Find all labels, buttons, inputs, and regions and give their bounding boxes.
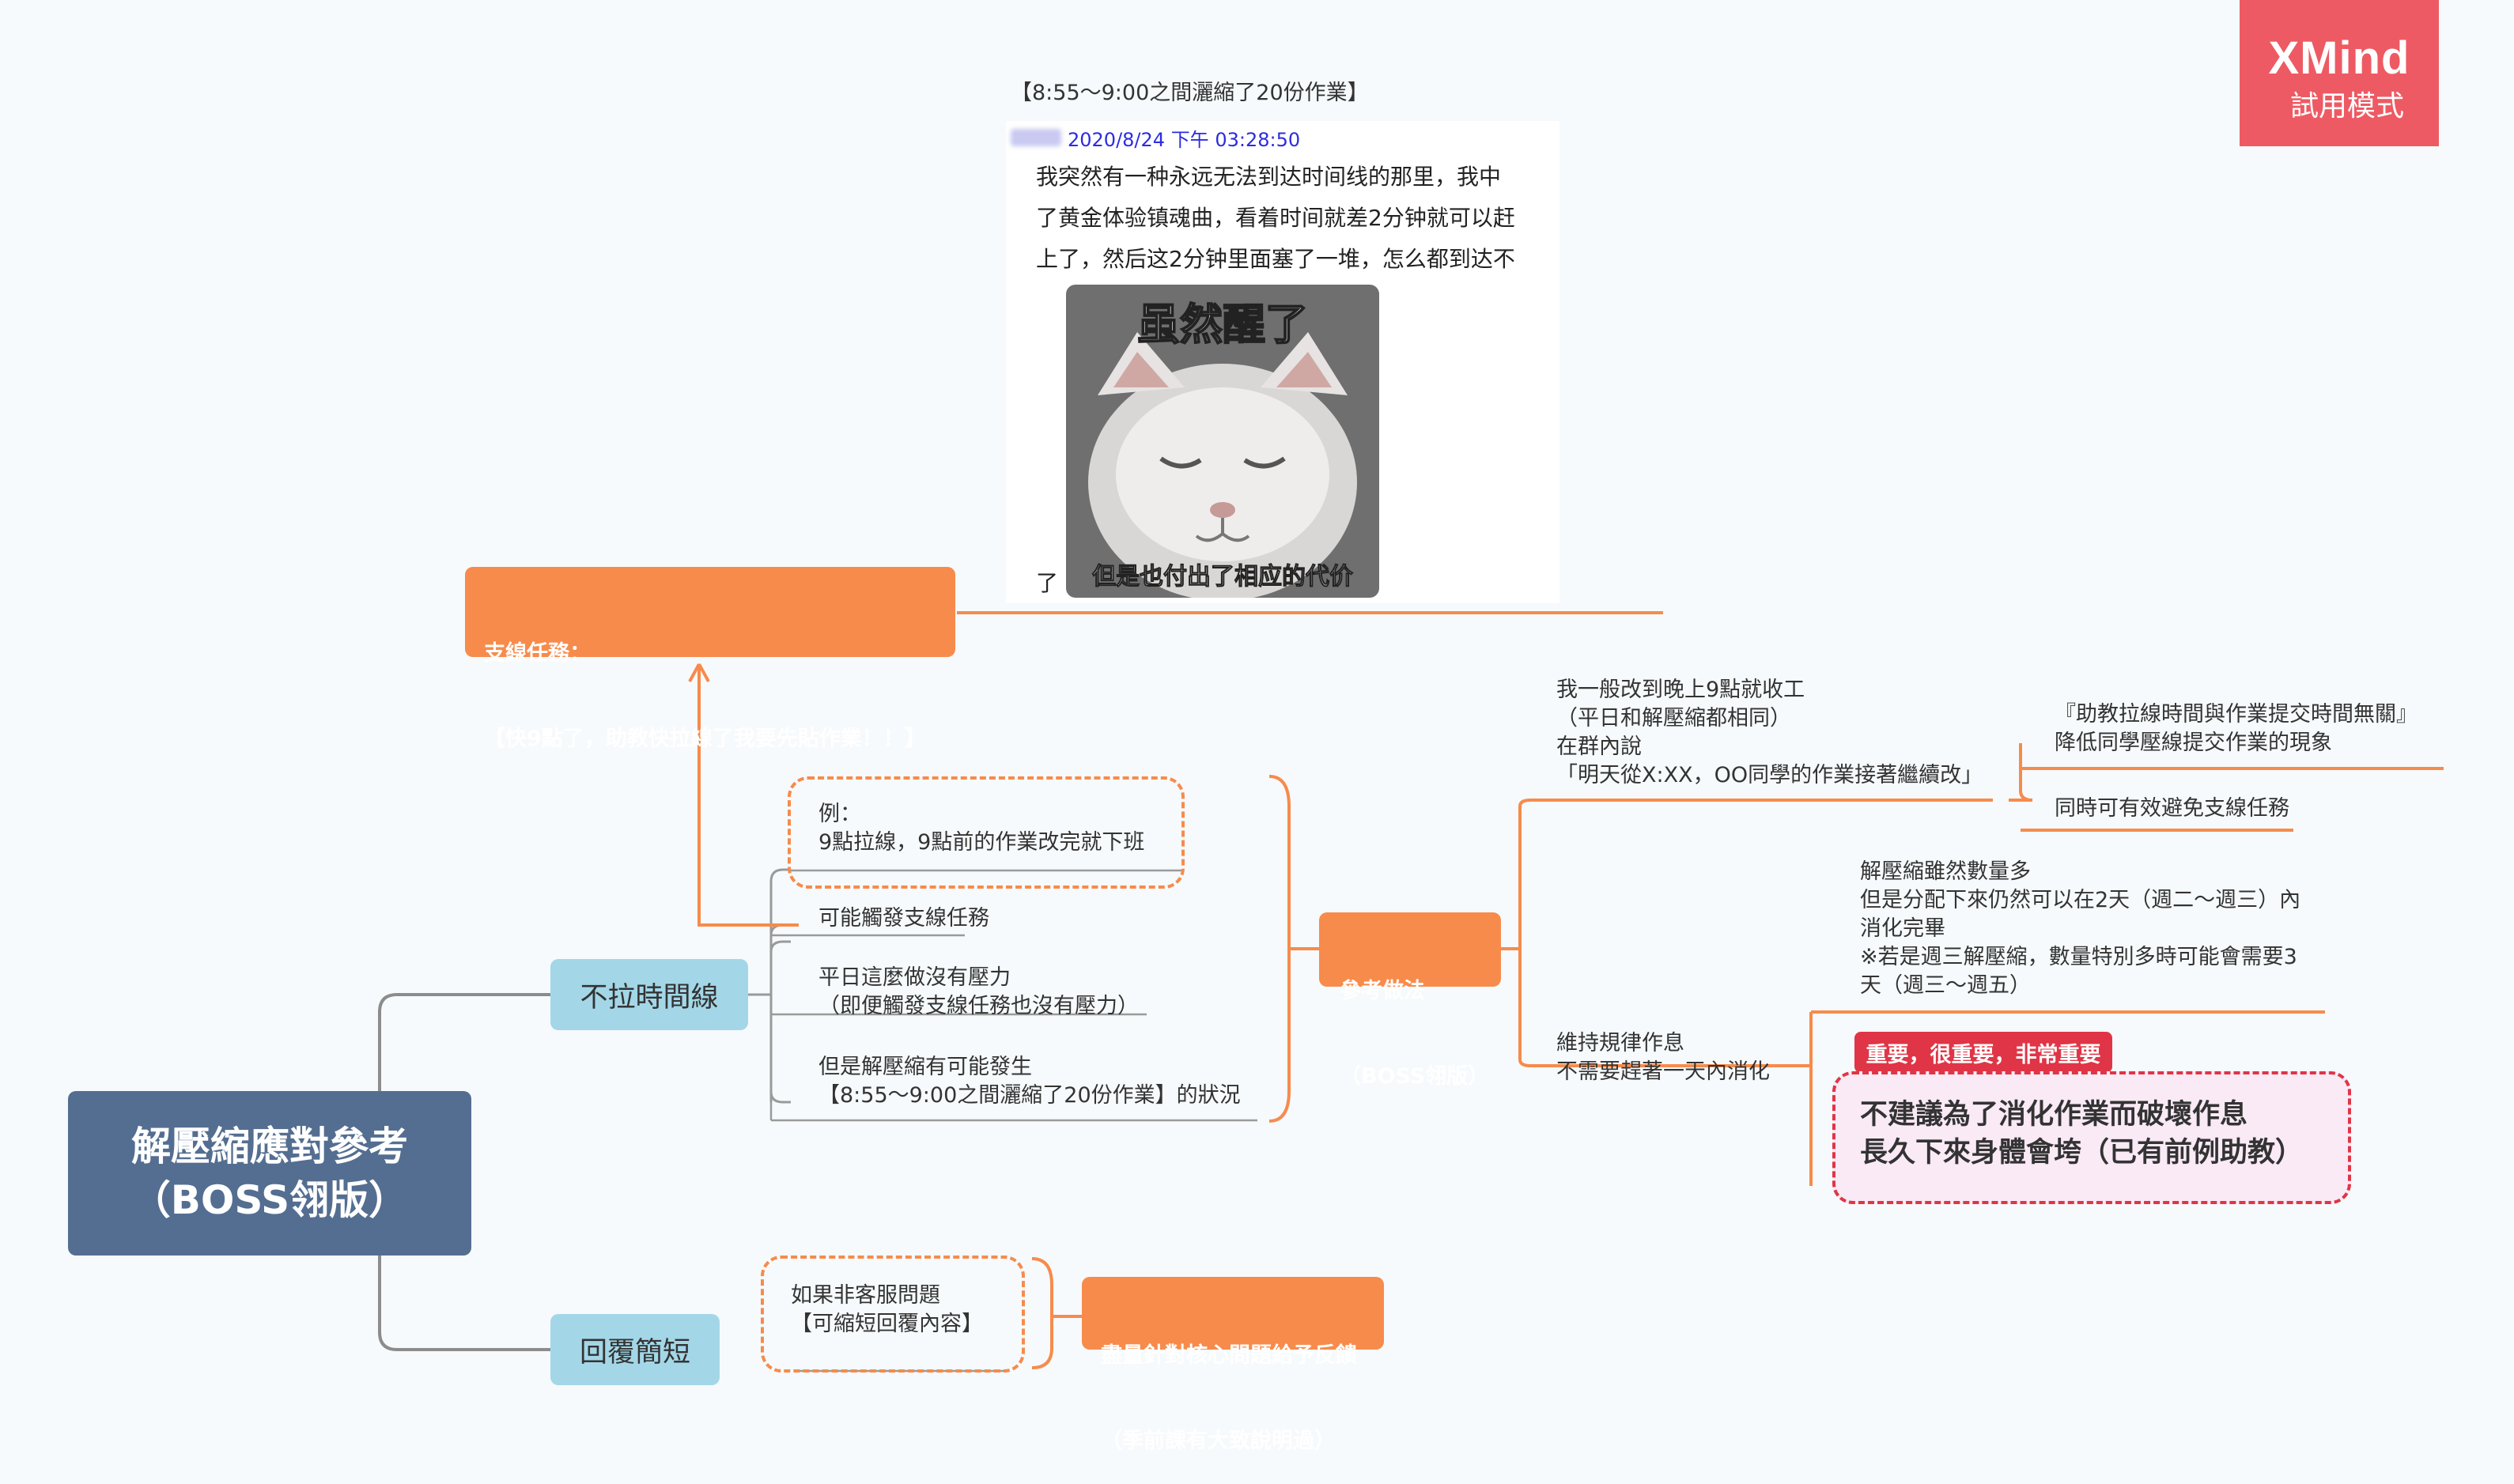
subtopic-no-pressure[interactable]: 平日這麼做沒有壓力 bbox=[818, 965, 1011, 990]
chat-line-1: 我突然有一种永远无法到达时间线的那里，我中 bbox=[1036, 164, 1502, 190]
routine-line1[interactable]: 維持規律作息 bbox=[1556, 1031, 1684, 1055]
chat-timestamp: 2020/8/24 下午 03:28:50 bbox=[1068, 129, 1301, 151]
feedback-note: （季前課有大致說明過） bbox=[1101, 1429, 1336, 1453]
nonservice-line1: 如果非客服問題 bbox=[791, 1283, 940, 1308]
xmind-watermark: XMind 試用模式 bbox=[2240, 0, 2439, 146]
central-topic-line2: （BOSS翎版） bbox=[130, 1177, 409, 1223]
reference-method-subtitle: （BOSS翎版） bbox=[1340, 1064, 1490, 1089]
side-quest-arrow-line bbox=[697, 664, 799, 927]
reference-method-title: 參考做法 bbox=[1340, 979, 1425, 1003]
distribution-line5: 天（週三～週五） bbox=[1860, 973, 2031, 998]
nonservice-callout[interactable] bbox=[761, 1256, 1025, 1373]
chat-line-2: 了黄金体验镇魂曲，看着时间就差2分钟就可以赶 bbox=[1036, 205, 1515, 231]
meme-bottom-caption: 但是也付出了相应的代价 bbox=[1092, 563, 1354, 591]
routine-line2: 不需要趕著一天內消化 bbox=[1556, 1059, 1770, 1084]
feedback-title: 盡量針對核心問題給予反饋 bbox=[1101, 1343, 1357, 1368]
usual-practice-line2: （平日和解壓縮都相同） bbox=[1556, 706, 1791, 731]
central-topic[interactable]: 解壓縮應對參考 （BOSS翎版） bbox=[68, 1091, 471, 1256]
blurred-username bbox=[1011, 129, 1061, 146]
reference-method-topic[interactable]: 參考做法 （BOSS翎版） bbox=[1319, 912, 1501, 1089]
note-cutoff-unrelated[interactable]: 『助教拉線時間與作業提交時間無關』 bbox=[2055, 702, 2418, 727]
chat-line-3: 上了，然后这2分钟里面塞了一堆，怎么都到达不 bbox=[1036, 246, 1515, 272]
distribution-line1[interactable]: 解壓縮雖然數量多 bbox=[1860, 859, 2031, 884]
example-callout[interactable] bbox=[788, 776, 1185, 889]
watermark-brand: XMind bbox=[2268, 32, 2410, 84]
side-quest-topic[interactable]: 支線任務： 【快9點了，助教快拉線了我要先貼作業！！】 bbox=[465, 567, 955, 751]
subtopic-no-pressure-note: （即便觸發支線任務也沒有壓力） bbox=[818, 994, 1139, 1018]
side-quest-detail: 【快9點了，助教快拉線了我要先貼作業！！】 bbox=[484, 727, 926, 751]
usual-practice-line4: 「明天從X:XX，OO同學的作業接著繼續改」 bbox=[1556, 763, 1983, 787]
subtopic-decompress-possible[interactable]: 但是解壓縮有可能發生 bbox=[818, 1055, 1032, 1079]
note-reduce-last-minute: 降低同學壓線提交作業的現象 bbox=[2055, 731, 2332, 755]
usual-practice-line1[interactable]: 我一般改到晚上9點就收工 bbox=[1556, 678, 1805, 702]
central-topic-line1: 解壓縮應對參考 bbox=[131, 1123, 408, 1169]
example-detail: 9點拉線，9點前的作業改完就下班 bbox=[818, 830, 1145, 855]
branch-short-reply[interactable]: 回覆簡短 bbox=[550, 1314, 720, 1385]
distribution-line3: 消化完畢 bbox=[1860, 916, 1945, 941]
side-quest-title: 支線任務： bbox=[484, 641, 591, 666]
nonservice-line2: 【可縮短回覆內容】 bbox=[791, 1312, 983, 1336]
important-badge: 重要，很重要，非常重要 bbox=[1854, 1032, 2112, 1073]
watermark-subtitle: 試用模式 bbox=[2289, 90, 2404, 123]
important-line2: 長久下來身體會垮（已有前例助教） bbox=[1860, 1137, 2304, 1169]
chat-line-4: 了 bbox=[1036, 570, 1059, 596]
important-callout[interactable] bbox=[1832, 1071, 2351, 1204]
branch-no-time-cutoff[interactable]: 不拉時間線 bbox=[550, 959, 748, 1030]
distribution-line4: ※若是週三解壓縮，數量特別多時可能會需要3 bbox=[1860, 945, 2297, 969]
subtopic-decompress-note: 【8:55～9:00之間灑縮了20份作業】的狀況 bbox=[818, 1083, 1241, 1108]
distribution-line2: 但是分配下來仍然可以在2天（週二～週三）內 bbox=[1860, 888, 2301, 912]
important-line1: 不建議為了消化作業而破壞作息 bbox=[1860, 1099, 2248, 1131]
example-label: 例： bbox=[818, 802, 861, 826]
root-to-nodelay-line bbox=[378, 993, 550, 1091]
usual-practice-line3: 在群內說 bbox=[1556, 734, 1642, 759]
cat-face-icon bbox=[1066, 285, 1379, 598]
meme-top-caption: 虽然醒了 bbox=[1136, 299, 1309, 350]
feedback-topic[interactable]: 盡量針對核心問題給予反饋 （季前課有大致說明過） bbox=[1082, 1277, 1384, 1453]
root-to-reply-line bbox=[378, 1256, 550, 1351]
cat-meme-image: 虽然醒了 但是也付出了相应的代价 bbox=[1066, 285, 1379, 598]
note-avoid-side-quest[interactable]: 同時可有效避免支線任務 bbox=[2055, 796, 2289, 821]
subtopic-trigger-side-quest[interactable]: 可能觸發支線任務 bbox=[818, 906, 989, 931]
image-caption: 【8:55～9:00之間灑縮了20份作業】 bbox=[1011, 81, 1369, 105]
